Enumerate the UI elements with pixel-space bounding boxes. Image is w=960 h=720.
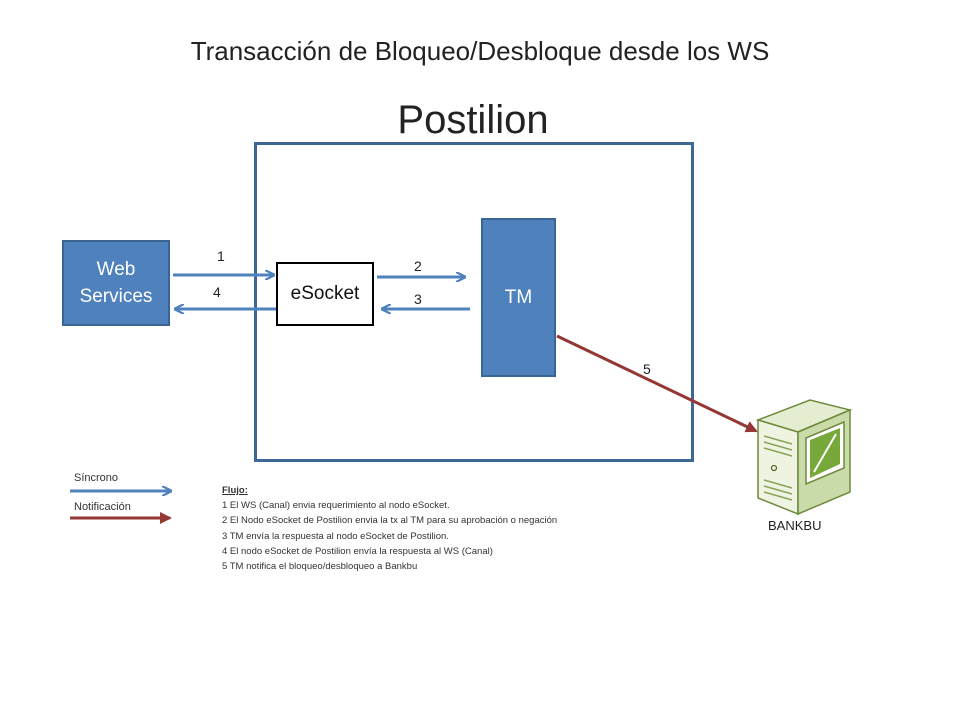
- tm-node: TM: [481, 218, 556, 377]
- postilion-title: Postilion: [397, 98, 549, 142]
- postilion-container: [254, 142, 694, 462]
- arrow-step-5: [556, 334, 758, 433]
- step-number-5: 5: [643, 361, 651, 377]
- step-number-2: 2: [414, 258, 422, 274]
- flow-item: 4 El nodo eSocket de Postilion envía la …: [222, 545, 493, 557]
- bankbu-label: BANKBU: [768, 518, 822, 533]
- flow-heading: Flujo:: [222, 485, 248, 496]
- flow-item: 2 El Nodo eSocket de Postilion envia la …: [222, 515, 558, 527]
- tm-label: TM: [504, 286, 533, 308]
- server-icon: [752, 398, 856, 521]
- legend-notification-label: Notificación: [74, 501, 131, 513]
- step-number-4: 4: [213, 284, 221, 300]
- esocket-node: eSocket: [276, 262, 374, 326]
- diagram-title: Transacción de Bloqueo/Desbloque desde l…: [190, 36, 770, 66]
- flow-item: 1 El WS (Canal) envia requerimiento al n…: [222, 500, 450, 512]
- flow-item: 5 TM notifica el bloqueo/desbloqueo a Ba…: [222, 561, 418, 573]
- web-services-label-line2: Services: [79, 286, 153, 307]
- step-number-3: 3: [414, 291, 422, 307]
- web-services-label-line1: Web: [96, 259, 136, 280]
- step-number-1: 1: [217, 248, 225, 264]
- flow-description: Flujo: 1 El WS (Canal) envia requerimien…: [222, 483, 557, 574]
- web-services-node: Web Services: [62, 240, 170, 326]
- flow-item: 3 TM envía la respuesta al nodo eSocket …: [222, 530, 449, 542]
- legend-sync-label: Síncrono: [74, 472, 119, 484]
- esocket-label: eSocket: [290, 283, 360, 304]
